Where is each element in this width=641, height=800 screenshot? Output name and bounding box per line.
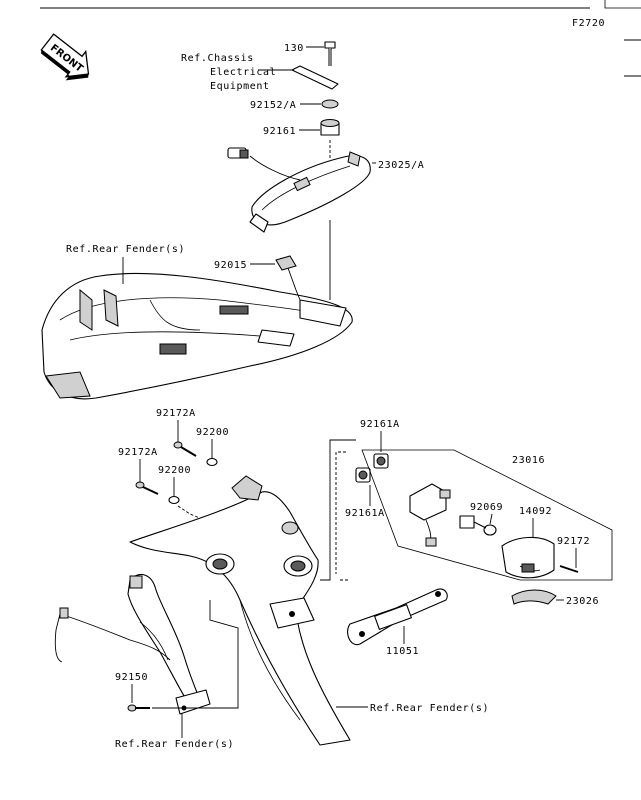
- callout-14092: 14092: [519, 506, 552, 517]
- bolt-92172a-top-icon: [173, 441, 197, 457]
- damper-92161-icon: [320, 119, 340, 136]
- ref-chassis-line-3: Equipment: [210, 81, 270, 92]
- figure-code: F2720: [572, 18, 605, 29]
- bulb-92069-icon: [459, 515, 497, 536]
- callout-92200-left: 92200: [158, 465, 191, 476]
- nut-92015-icon: [275, 255, 297, 271]
- harness-bracket-icon: [54, 574, 201, 707]
- front-arrow-icon: FRONT: [40, 33, 90, 81]
- washer-92200-top-icon: [206, 457, 218, 467]
- lens-cover-14092-icon: [501, 536, 555, 579]
- lower-fender-bracket-icon: [129, 475, 351, 746]
- washer-92200-left-icon: [168, 495, 180, 505]
- callout-11051: 11051: [386, 646, 419, 657]
- license-light-group-frame: [361, 449, 613, 581]
- callout-92015: 92015: [214, 260, 247, 271]
- ref-rear-fender-top: Ref.Rear Fender(s): [66, 244, 185, 255]
- callout-92172a-top: 92172A: [156, 408, 196, 419]
- callout-92161a-bottom: 92161A: [345, 508, 385, 519]
- page-frame: [40, 0, 641, 77]
- callout-92161a-top: 92161A: [360, 419, 400, 430]
- callout-92069: 92069: [470, 502, 503, 513]
- socket-icon: [409, 483, 451, 547]
- callout-23025a: 23025/A: [378, 160, 424, 171]
- callout-92172a-left: 92172A: [118, 447, 158, 458]
- ref-chassis-line-1: Ref.Chassis: [181, 53, 254, 64]
- callout-130: 130: [284, 43, 304, 54]
- lens-23026-icon: [511, 589, 557, 605]
- washer-92152a-icon: [321, 99, 339, 109]
- bolt-130-icon: [324, 41, 336, 66]
- callout-92172: 92172: [557, 536, 590, 547]
- ref-rear-fender-right: Ref.Rear Fender(s): [370, 703, 489, 714]
- ground-strap-icon: [291, 65, 339, 90]
- bolt-92150-icon: [127, 704, 150, 712]
- screw-92172-icon: [559, 565, 579, 573]
- callout-23016: 23016: [512, 455, 545, 466]
- callout-92161: 92161: [263, 126, 296, 137]
- damper-92161a-bottom-icon: [355, 467, 371, 483]
- rear-fender-top-icon: [41, 272, 353, 400]
- ref-rear-fender-bottom: Ref.Rear Fender(s): [115, 739, 234, 750]
- callout-92200-top: 92200: [196, 427, 229, 438]
- tail-light-23025a-icon: [227, 147, 371, 233]
- bracket-11051-icon: [347, 588, 448, 646]
- damper-92161a-top-icon: [373, 453, 389, 469]
- callout-23026: 23026: [566, 596, 599, 607]
- bolt-92172a-left-icon: [135, 481, 159, 495]
- callout-92152a: 92152/A: [250, 100, 296, 111]
- ref-chassis-line-2: Electrical: [210, 67, 276, 78]
- callout-92150: 92150: [115, 672, 148, 683]
